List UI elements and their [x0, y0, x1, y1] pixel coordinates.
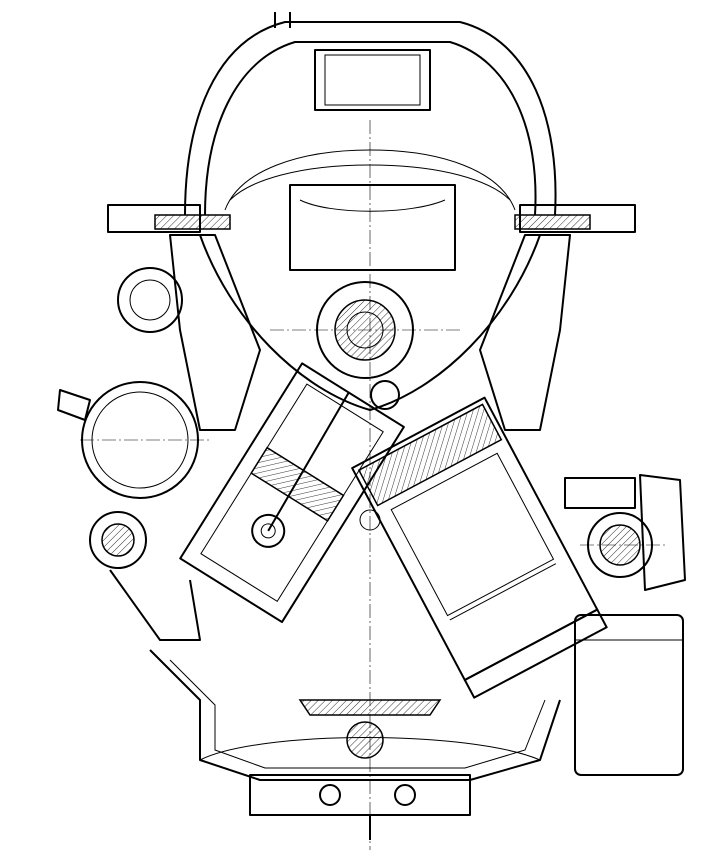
right-cylinder-bank [351, 396, 608, 699]
top-housing [184, 12, 557, 216]
lower-sump [149, 649, 561, 840]
crankcase [169, 184, 571, 431]
left-cylinder-bank [179, 362, 405, 624]
right-auxiliary-units [564, 474, 686, 776]
left-auxiliary-units [57, 267, 201, 641]
center-lines [80, 120, 665, 850]
mounting-flanges [107, 204, 636, 233]
